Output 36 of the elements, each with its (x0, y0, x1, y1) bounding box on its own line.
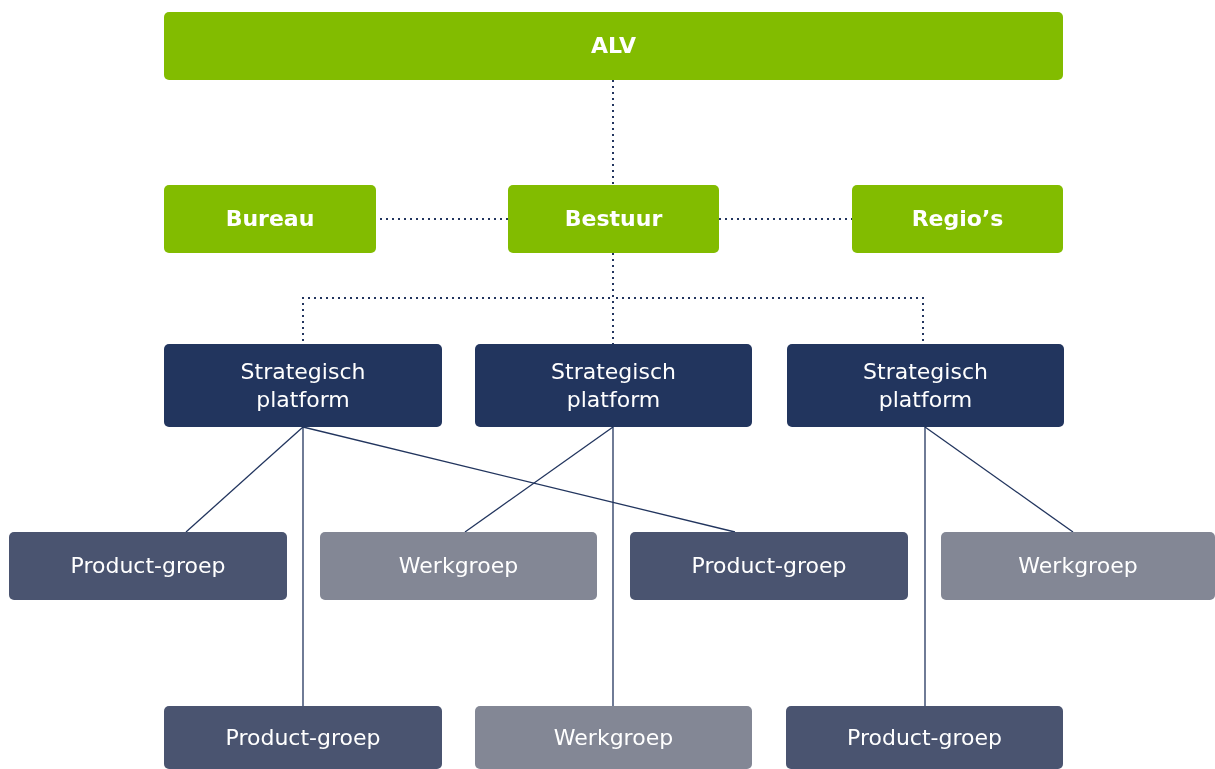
organization-box (630, 532, 908, 600)
organization-box (852, 185, 1063, 253)
box-label: Strategisch platform (550, 358, 677, 413)
connector-line (924, 426, 1074, 533)
box-label: Product-groep (691, 552, 847, 580)
box-label: Strategisch platform (862, 358, 989, 413)
connector-line (612, 426, 614, 707)
organization-box (164, 185, 376, 253)
connector-line (924, 426, 926, 707)
organization-box (787, 344, 1064, 427)
organization-box (508, 185, 719, 253)
organization-box (475, 344, 752, 427)
box-label: Bureau (225, 205, 315, 233)
box-label: Product-groep (70, 552, 226, 580)
box-label: Strategisch platform (239, 358, 367, 413)
box-label: Regio’s (911, 205, 1004, 233)
connector-line (185, 426, 304, 533)
box-label: Bestuur (564, 205, 663, 233)
connector-line (464, 426, 614, 533)
connector-line (302, 426, 736, 533)
box-label: Product-groep (847, 723, 1002, 752)
box-label: Werkgroep (553, 723, 674, 752)
organization-box (941, 532, 1215, 600)
box-label: Werkgroep (1018, 552, 1138, 580)
box-label: Werkgroep (398, 552, 519, 580)
organization-box (320, 532, 597, 600)
connector-line (302, 426, 304, 707)
organization-box (475, 706, 752, 769)
organization-box (164, 344, 442, 427)
organization-box (9, 532, 287, 600)
organization-box (164, 12, 1063, 80)
box-label: Product-groep (225, 723, 381, 752)
box-label: ALV (590, 32, 636, 60)
organization-box (786, 706, 1063, 769)
organization-box (164, 706, 442, 769)
dotted-connector (612, 79, 614, 186)
